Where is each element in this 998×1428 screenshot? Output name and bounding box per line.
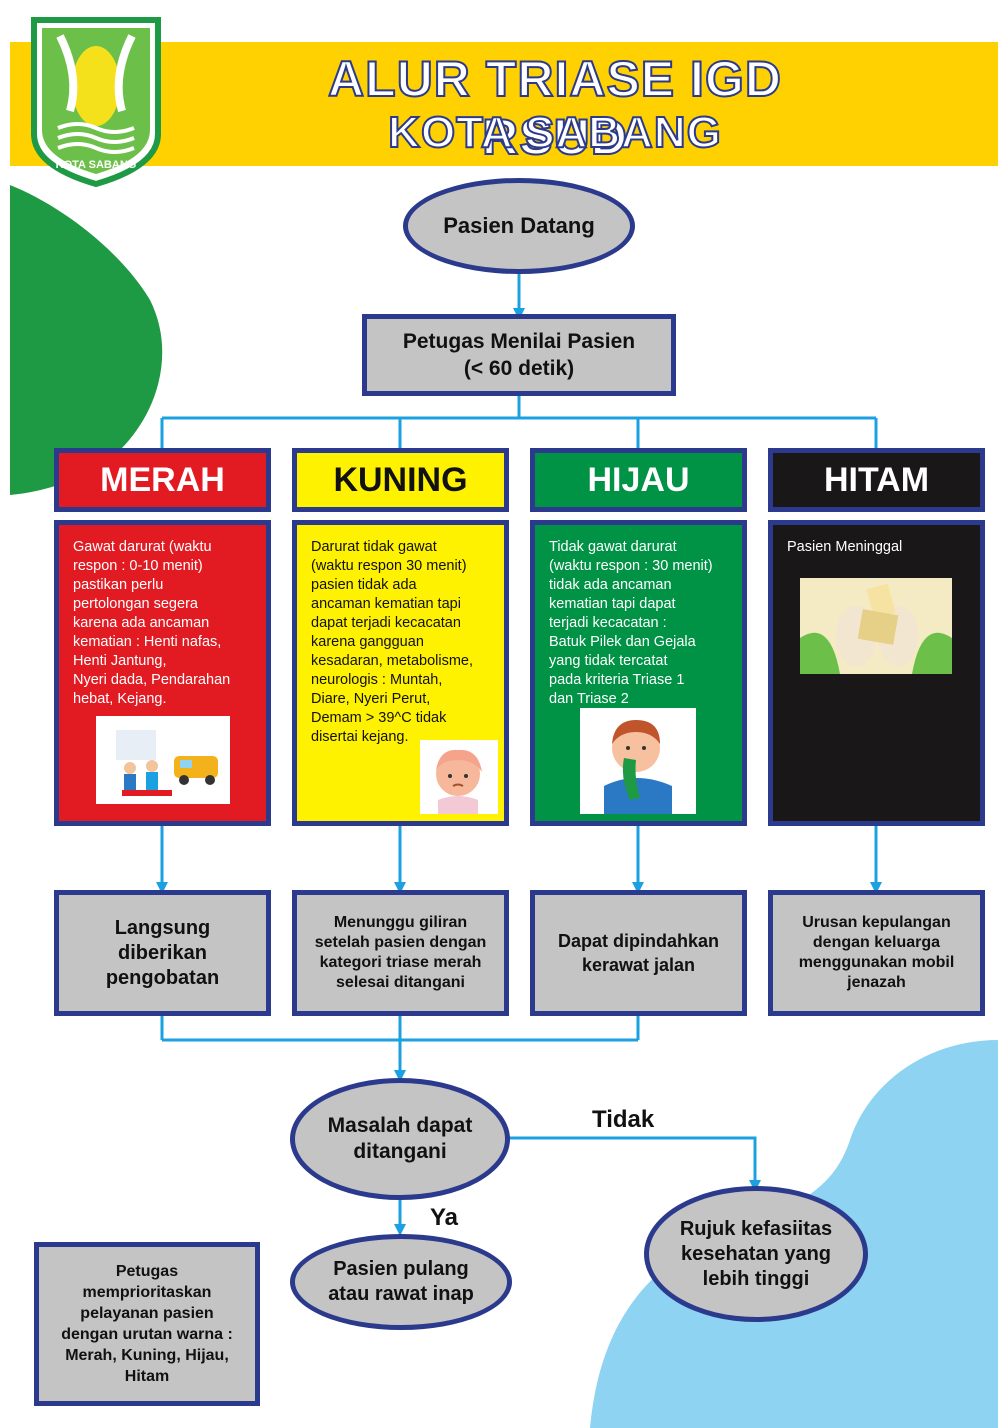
header-band xyxy=(10,42,998,166)
panel-merah-text: Gawat darurat (waktu respon : 0-10 menit… xyxy=(73,539,231,707)
yes-result-text: Pasien pulang atau rawat inap xyxy=(328,1258,474,1305)
assess-box-text: Petugas Menilai Pasien (< 60 detik) xyxy=(402,330,636,380)
label-hijau-text: HIJAU xyxy=(587,460,690,499)
outcome-hijau-text: Dapat dipindahkan kerawat jalan xyxy=(557,931,719,975)
priority-note: Petugas memprioritaskan pelayanan pasien… xyxy=(34,1242,260,1406)
emergency-rescue-illustration xyxy=(96,716,230,804)
panel-kuning-text: Darurat tidak gawat (waktu respon 30 men… xyxy=(311,539,473,745)
start-node-text: Pasien Datang xyxy=(443,213,595,238)
label-hitam: HITAM xyxy=(768,448,985,512)
label-merah-text: MERAH xyxy=(100,460,225,499)
start-node: Pasien Datang xyxy=(403,178,635,274)
panel-hitam-text: Pasien Meninggal xyxy=(787,539,903,555)
yes-result-node: Pasien pulang atau rawat inap xyxy=(290,1234,512,1330)
no-label: Tidak xyxy=(592,1106,655,1133)
label-kuning-text: KUNING xyxy=(333,460,468,499)
label-kuning: KUNING xyxy=(292,448,509,512)
outcome-kuning: Menunggu giliran setelah pasien dengan k… xyxy=(292,890,509,1016)
outcome-kuning-text: Menunggu giliran setelah pasien dengan k… xyxy=(314,914,487,991)
assess-box: Petugas Menilai Pasien (< 60 detik) xyxy=(362,314,676,396)
title-line-2: KOTA SABANG xyxy=(387,107,722,158)
panel-merah: Gawat darurat (waktu respon : 0-10 menit… xyxy=(54,520,271,826)
logo-text: KOTA SABANG xyxy=(56,159,137,171)
no-result-node: Rujuk kefasiitas kesehatan yang lebih ti… xyxy=(644,1186,868,1322)
label-hitam-text: HITAM xyxy=(823,460,930,499)
panel-hijau: Tidak gawat darurat (waktu respon : 30 m… xyxy=(530,520,747,826)
priority-note-text: Petugas memprioritaskan pelayanan pasien… xyxy=(61,1263,233,1385)
sneezing-boy-illustration xyxy=(580,708,696,814)
decision-node: Masalah dapat ditangani xyxy=(290,1078,510,1200)
green-blob xyxy=(10,185,163,495)
sick-girl-illustration xyxy=(420,740,498,814)
label-hijau: HIJAU xyxy=(530,448,747,512)
arrow-no xyxy=(505,1136,761,1192)
no-result-text: Rujuk kefasiitas kesehatan yang lebih ti… xyxy=(679,1217,833,1290)
panel-hijau-text: Tidak gawat darurat (waktu respon : 30 m… xyxy=(549,539,713,707)
outcome-hijau: Dapat dipindahkan kerawat jalan xyxy=(530,890,747,1016)
title-line-1: ALUR TRIASE IGD RSUD xyxy=(327,50,782,166)
outcome-merah-text: Langsung diberikan pengobatan xyxy=(105,916,220,989)
yes-label: Ya xyxy=(430,1204,459,1231)
label-merah: MERAH xyxy=(54,448,271,512)
kota-sabang-logo: KOTA SABANG xyxy=(31,17,161,188)
outcome-merah: Langsung diberikan pengobatan xyxy=(54,890,271,1016)
toe-tag-feet-illustration xyxy=(800,578,952,674)
outcome-hitam: Urusan kepulangan dengan keluarga menggu… xyxy=(768,890,985,1016)
outcome-hitam-text: Urusan kepulangan dengan keluarga menggu… xyxy=(798,914,955,991)
decision-node-text: Masalah dapat ditangani xyxy=(327,1114,473,1163)
